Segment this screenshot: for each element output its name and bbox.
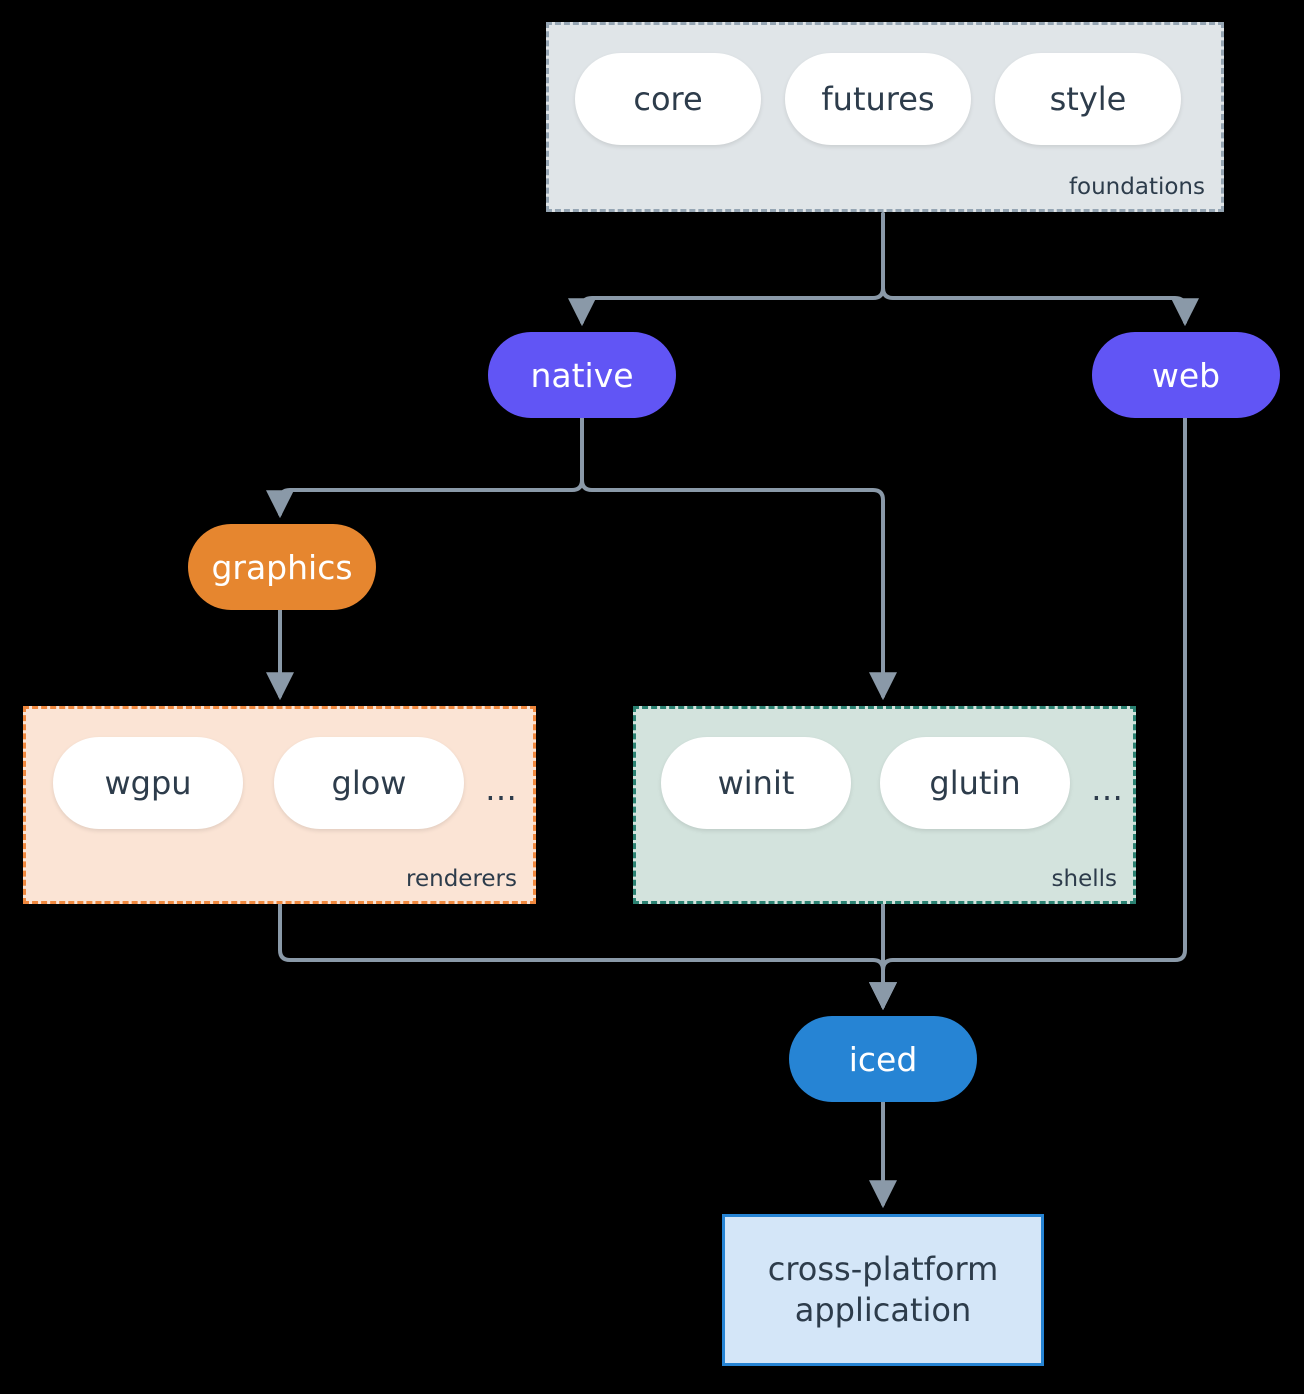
cluster-member-label: glow: [331, 764, 407, 802]
edge-foundations-native: [568, 212, 885, 327]
cluster-member-winit[interactable]: winit: [661, 737, 851, 829]
cluster-member-wgpu[interactable]: wgpu: [53, 737, 243, 829]
edge-foundations-web: [881, 212, 1199, 327]
cluster-overflow-ellipsis: …: [1091, 770, 1123, 808]
cluster-renderers: wgpu glow … renderers: [23, 706, 536, 904]
node-graphics[interactable]: graphics: [188, 524, 376, 610]
cluster-member-glow[interactable]: glow: [274, 737, 464, 829]
edge-native-shells: [580, 416, 897, 701]
cluster-label-renderers: renderers: [406, 866, 517, 892]
node-label: web: [1151, 355, 1221, 395]
cluster-label-shells: shells: [1051, 866, 1117, 892]
cluster-member-label: glutin: [929, 764, 1021, 802]
node-label-line2: application: [794, 1291, 972, 1329]
edge-native-graphics: [266, 416, 584, 519]
cluster-member-core[interactable]: core: [575, 53, 761, 145]
cluster-member-glutin[interactable]: glutin: [880, 737, 1070, 829]
cluster-foundations: core futures style foundations: [546, 22, 1224, 212]
cluster-member-label: style: [1049, 80, 1127, 118]
node-label-line1: cross-platform: [767, 1250, 999, 1289]
cluster-member-futures[interactable]: futures: [785, 53, 971, 145]
node-native[interactable]: native: [488, 332, 676, 418]
node-label: native: [530, 355, 634, 395]
cluster-member-label: wgpu: [104, 764, 192, 802]
edge-renderers-iced: [278, 902, 897, 1011]
node-web[interactable]: web: [1092, 332, 1280, 418]
cluster-label-foundations: foundations: [1068, 174, 1205, 200]
cluster-member-style[interactable]: style: [995, 53, 1181, 145]
cluster-member-label: winit: [717, 764, 795, 802]
cluster-overflow-ellipsis: …: [485, 770, 517, 808]
node-cross-platform-application[interactable]: cross-platform application: [722, 1214, 1044, 1366]
node-label: iced: [848, 1039, 918, 1079]
node-label: graphics: [211, 547, 353, 587]
cluster-member-label: core: [633, 80, 703, 118]
cluster-member-label: futures: [821, 80, 935, 118]
node-iced[interactable]: iced: [789, 1016, 977, 1102]
cluster-shells: winit glutin … shells: [633, 706, 1136, 904]
